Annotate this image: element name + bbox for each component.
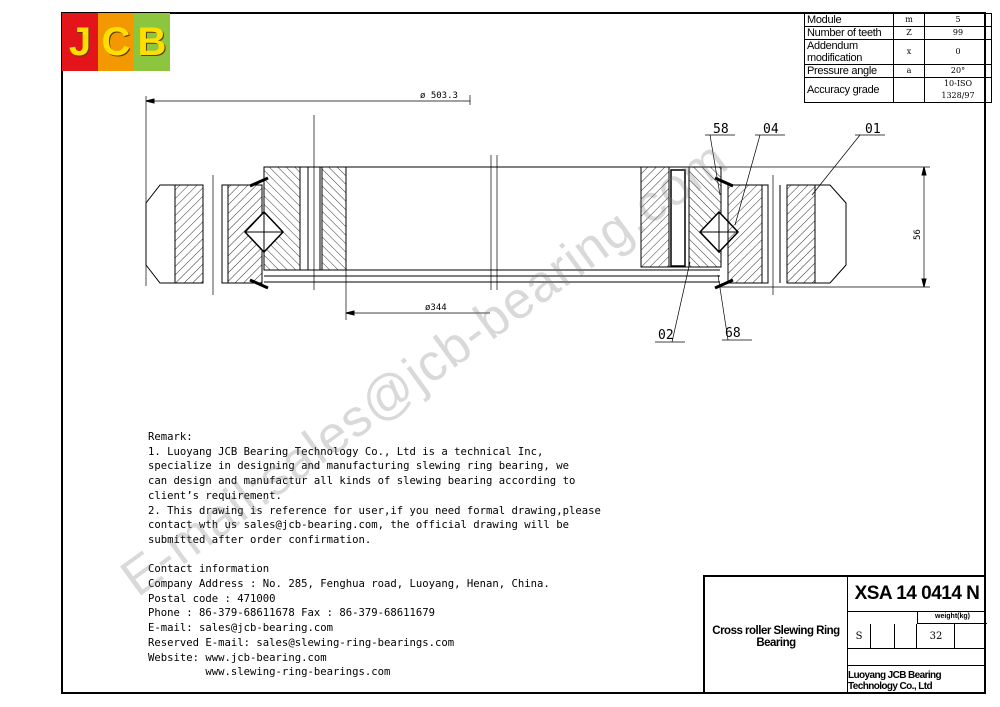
remark-line: submitted after order confirmation.: [148, 533, 372, 546]
material-cell: S: [855, 630, 863, 642]
contact-line: E-mail: sales@jcb-bearing.com: [148, 622, 333, 635]
weight-label: weight(kg): [917, 611, 987, 624]
contact-line: Reserved E-mail: sales@slewing-ring-bear…: [148, 636, 455, 649]
logo-letter-c: C: [98, 13, 134, 71]
logo-letter-j: J: [62, 13, 98, 71]
drawing-frame: [61, 12, 986, 694]
contact-title: Contact information: [148, 563, 270, 576]
spec-row-module: Module m 5: [804, 13, 992, 27]
spec-value: 10-ISO 1328/97: [924, 77, 992, 103]
remark-line: contact wth us sales@jcb-bearing.com, th…: [148, 519, 569, 532]
gear-spec-table: Module m 5 Number of teeth Z 99 Addendum…: [804, 13, 992, 103]
remark-line: specialize in designing and manufacturin…: [148, 460, 569, 473]
part-label-01: 01: [865, 122, 881, 137]
contact-line: Company Address : No. 285, Fenghua road,…: [148, 578, 550, 591]
part-label-02: 02: [658, 328, 674, 343]
remark-line: 1. Luoyang JCB Bearing Technology Co., L…: [148, 445, 544, 458]
spec-label: Accuracy grade: [804, 77, 894, 103]
part-label-04: 04: [763, 122, 779, 137]
spec-label: Module: [804, 13, 894, 27]
contact-line: Website: www.jcb-bearing.com: [148, 651, 327, 664]
jcb-logo: J C B: [62, 13, 170, 71]
remark-title: Remark:: [148, 431, 193, 443]
outer-diameter-label: ø 503.3: [420, 91, 458, 101]
weight-value: 32: [916, 624, 955, 648]
spec-row-accuracy: Accuracy grade 10-ISO 1328/97: [804, 77, 992, 103]
remark-line: 2. This drawing is reference for user,if…: [148, 504, 601, 517]
spec-row-addendum: Addendum modification x 0: [804, 39, 992, 65]
contact-line: Phone : 86-379-68611678 Fax : 86-379-686…: [148, 607, 436, 620]
notes-block: Remark: 1. Luoyang JCB Bearing Technology…: [148, 430, 601, 680]
empty-cell: [870, 624, 895, 648]
remark-line: client’s requirement.: [148, 489, 282, 502]
title-block: Cross roller Slewing Ring Bearing XSA 14…: [703, 575, 987, 695]
product-name: Cross roller Slewing Ring Bearing: [712, 625, 840, 649]
part-label-68: 68: [725, 326, 741, 341]
empty-cell: [954, 624, 987, 648]
model-number: XSA 14 0414 N: [848, 577, 986, 612]
spec-row-pressure-angle: Pressure angle a 20°: [804, 64, 992, 78]
title-block-data-row: S 32: [848, 624, 986, 649]
contact-line: www.slewing-ring-bearings.com: [148, 666, 391, 679]
remark-line: can design and manufactur all kinds of s…: [148, 475, 576, 488]
contact-line: Postal code : 471000: [148, 592, 276, 605]
height-label: 56: [913, 229, 923, 240]
empty-cell: [894, 624, 917, 648]
spec-label: Addendum modification: [804, 39, 894, 65]
company-name: Luoyang JCB Bearing Technology Co., Ltd: [848, 665, 986, 695]
logo-letter-b: B: [134, 13, 170, 71]
inner-diameter-label: ø344: [425, 303, 447, 313]
spec-symbol: [893, 77, 925, 103]
title-block-left: Cross roller Slewing Ring Bearing: [705, 577, 848, 694]
part-label-58: 58: [713, 122, 729, 137]
